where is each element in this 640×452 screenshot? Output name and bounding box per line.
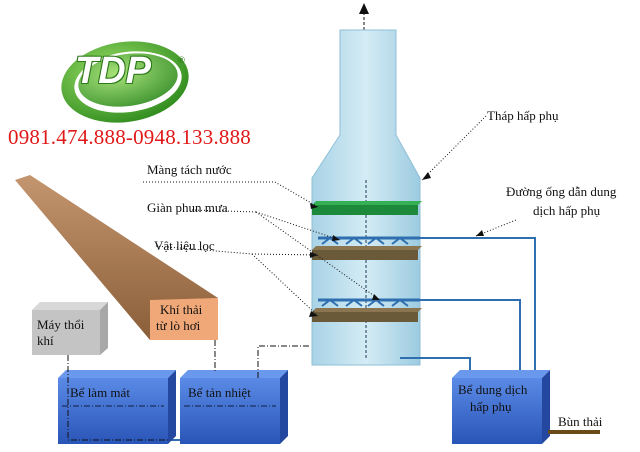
label-solution-line2: hấp phụ xyxy=(470,399,512,414)
solution-tank xyxy=(452,370,550,444)
filter-layer-bottom xyxy=(312,308,422,322)
spray-rack-bottom xyxy=(318,298,420,307)
label-exhaust-line2: từ lò hơi xyxy=(156,318,201,333)
filter-layer-top xyxy=(312,246,422,260)
callout-arrowheads xyxy=(309,172,484,317)
logo-text: TDP xyxy=(75,50,151,92)
exhaust-arrow xyxy=(359,3,369,30)
registered-mark: ® xyxy=(177,56,186,66)
label-pipe-line2: dịch hấp phụ xyxy=(533,203,601,218)
label-solution-line1: Bể dung dịch xyxy=(458,382,528,397)
label-sludge: Bùn thải xyxy=(558,414,603,429)
label-tower: Tháp hấp phụ xyxy=(487,108,559,123)
gas-flow-lines xyxy=(67,340,310,441)
phone-number: 0981.474.888-0948.133.888 xyxy=(8,125,251,149)
exhaust-duct xyxy=(15,175,218,340)
label-exhaust-line1: Khí thải xyxy=(160,302,203,317)
label-cooling-tank: Bể làm mát xyxy=(70,385,130,400)
heat-tank xyxy=(180,370,288,444)
label-demister: Màng tách nước xyxy=(147,162,232,177)
cooling-tank xyxy=(58,370,176,444)
label-blower-line2: khí xyxy=(37,333,54,348)
logo-mark xyxy=(61,41,189,123)
blower-box xyxy=(32,302,108,355)
label-heat-tank: Bể tản nhiệt xyxy=(188,385,251,400)
label-spray: Giàn phun mưa xyxy=(147,200,228,215)
label-blower-line1: Máy thổi xyxy=(37,317,85,332)
callout-leaders xyxy=(143,115,517,317)
label-pipe-line1: Đường ống dẫn dung xyxy=(506,184,617,199)
label-filter: Vật liệu lọc xyxy=(154,238,215,253)
demister-layer xyxy=(312,201,422,215)
solution-pipes xyxy=(155,237,536,441)
